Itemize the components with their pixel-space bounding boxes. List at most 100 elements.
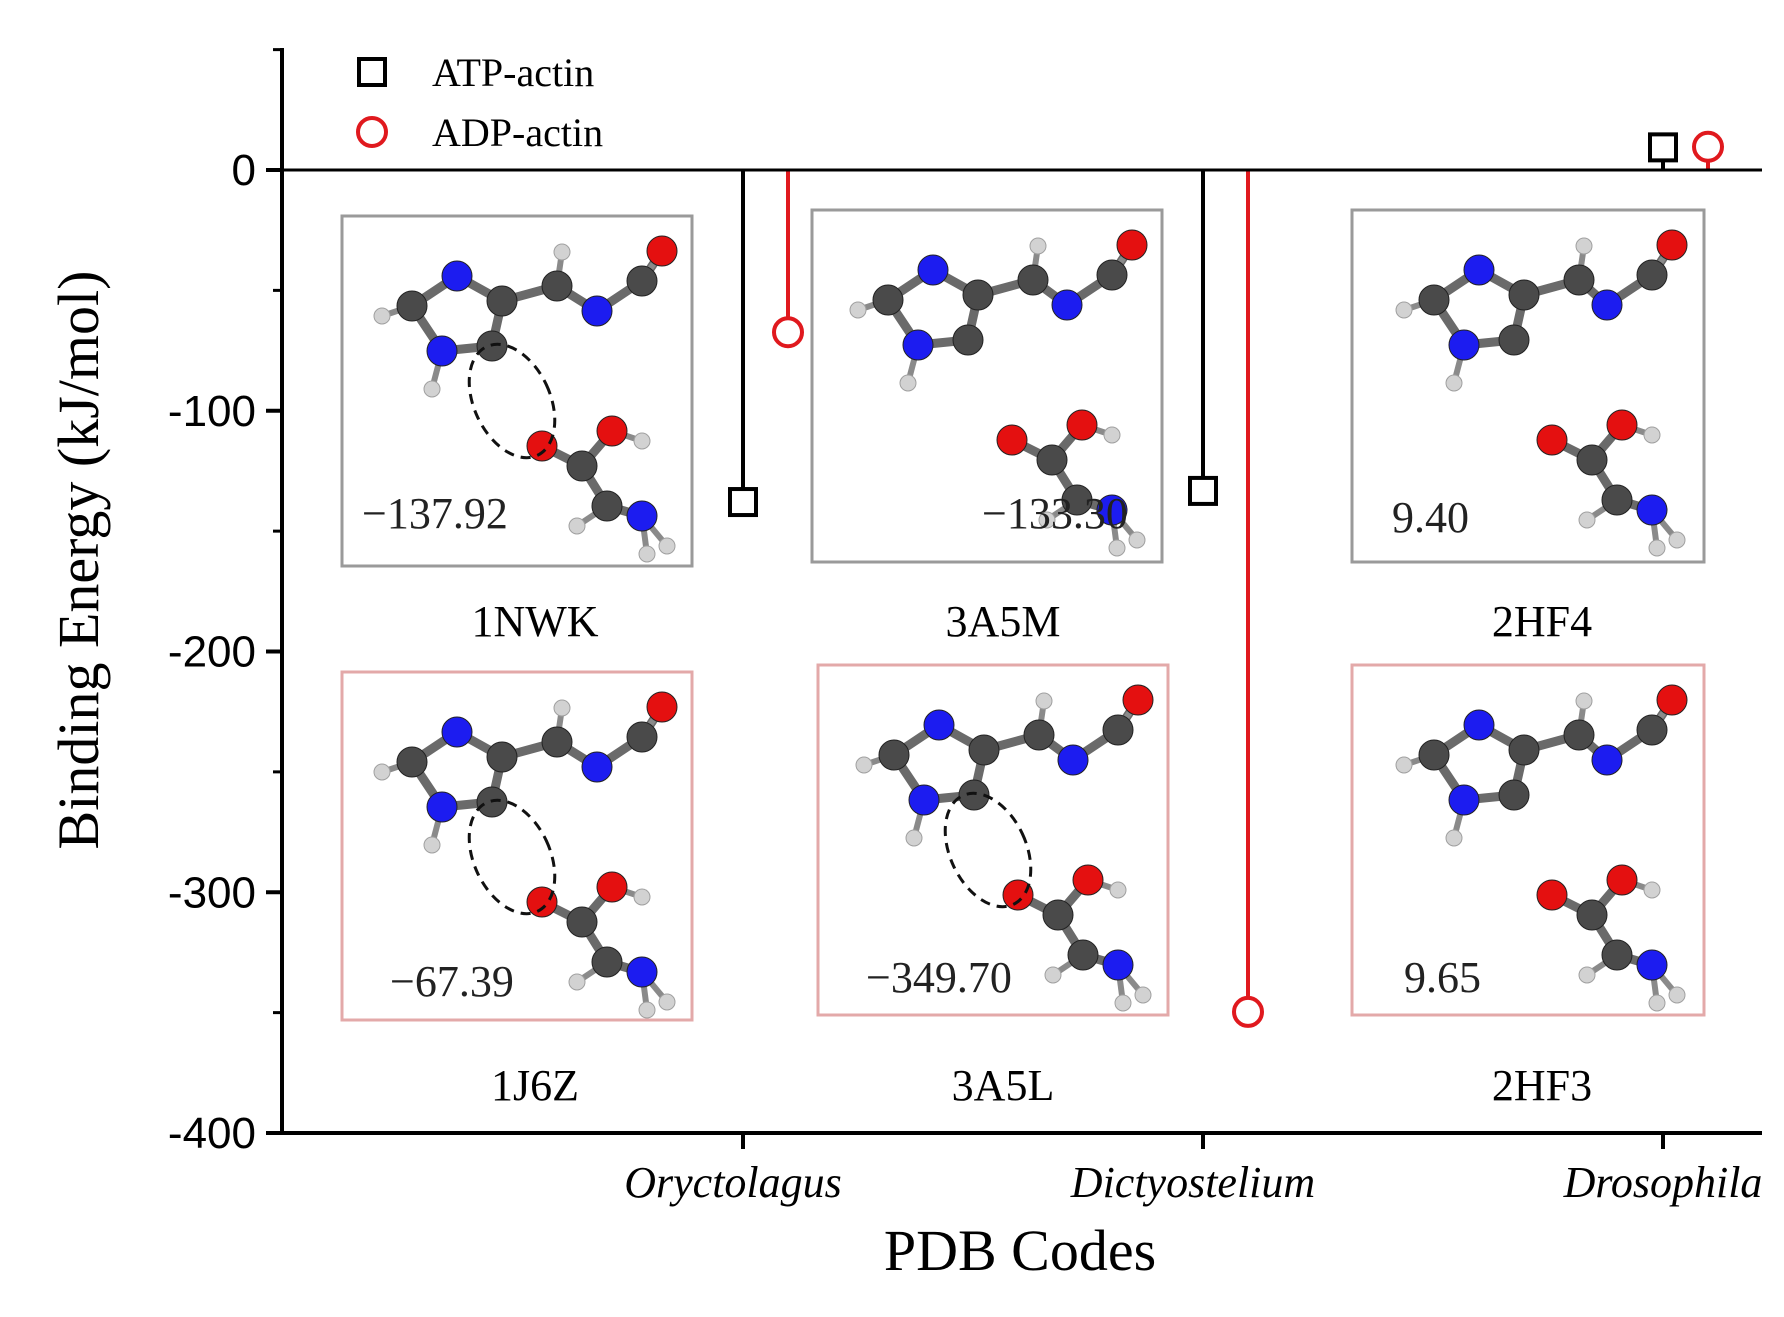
nitrogen-atom — [917, 254, 949, 286]
hydrogen-atom — [1575, 692, 1593, 710]
carbon-atom — [1102, 714, 1134, 746]
hydrogen-atom — [1029, 237, 1047, 255]
hydrogen-atom — [423, 836, 441, 854]
inset-pdb-code: 2HF4 — [1492, 597, 1592, 646]
inset-pdb-code: 2HF3 — [1492, 1061, 1592, 1110]
hydrogen-atom — [1578, 966, 1596, 984]
hydrogen-atom — [1109, 881, 1127, 899]
nitrogen-atom — [1102, 949, 1134, 981]
hydrogen-atom — [553, 699, 571, 717]
carbon-atom — [1061, 484, 1093, 516]
hydrogen-atom — [553, 243, 571, 261]
oxygen-atom — [996, 424, 1028, 456]
oxygen-atom — [1072, 864, 1104, 896]
hydrogen-atom — [849, 301, 867, 319]
carbon-atom — [958, 779, 990, 811]
x-tick-label: Drosophila — [1563, 1158, 1763, 1207]
carbon-atom — [1636, 259, 1668, 291]
inset-binding-energy: 9.65 — [1404, 953, 1481, 1002]
oxygen-atom — [1066, 409, 1098, 441]
data-point-square — [1648, 132, 1678, 163]
legend-label: ADP-actin — [432, 110, 603, 155]
oxygen-atom — [596, 871, 628, 903]
oxygen-atom — [1606, 864, 1638, 896]
carbon-atom — [1498, 324, 1530, 356]
carbon-atom — [1418, 284, 1450, 316]
nitrogen-atom — [626, 500, 658, 532]
hydrogen-atom — [1038, 511, 1056, 529]
nitrogen-atom — [626, 956, 658, 988]
oxygen-atom — [526, 430, 558, 462]
nitrogen-atom — [426, 335, 458, 367]
hydrogen-atom — [373, 763, 391, 781]
nitrogen-atom — [581, 751, 613, 783]
carbon-atom — [1601, 939, 1633, 971]
carbon-atom — [1576, 899, 1608, 931]
oxygen-atom — [646, 235, 678, 267]
carbon-atom — [1563, 264, 1595, 296]
inset-binding-energy: 9.40 — [1392, 493, 1469, 542]
nitrogen-atom — [1636, 949, 1668, 981]
hydrogen-atom — [638, 545, 656, 563]
carbon-atom — [566, 906, 598, 938]
inset-pdb-code: 1J6Z — [491, 1061, 579, 1110]
carbon-atom — [878, 739, 910, 771]
oxygen-atom — [1606, 409, 1638, 441]
hydrogen-bond-ellipse — [467, 798, 557, 916]
carbon-atom — [1601, 484, 1633, 516]
hydrogen-atom — [905, 829, 923, 847]
carbon-atom — [1036, 444, 1068, 476]
inset-binding-energy: −67.39 — [390, 957, 514, 1006]
carbon-atom — [1067, 939, 1099, 971]
x-tick-label: Dictyostelium — [1070, 1158, 1315, 1207]
nitrogen-atom — [1636, 494, 1668, 526]
nitrogen-atom — [908, 784, 940, 816]
carbon-atom — [591, 946, 623, 978]
hydrogen-atom — [1108, 539, 1126, 557]
data-point-square — [728, 487, 758, 518]
hydrogen-atom — [1035, 692, 1053, 710]
hydrogen-atom — [638, 1001, 656, 1019]
hydrogen-atom — [1578, 511, 1596, 529]
hydrogen-atom — [423, 380, 441, 398]
carbon-atom — [1508, 279, 1540, 311]
hydrogen-atom — [1395, 756, 1413, 774]
carbon-atom — [962, 279, 994, 311]
legend-marker-square — [357, 57, 387, 87]
hydrogen-atom — [1134, 986, 1152, 1004]
x-tick-label: Oryctolagus — [624, 1158, 842, 1207]
hydrogen-atom — [658, 993, 676, 1011]
carbon-atom — [1042, 899, 1074, 931]
oxygen-atom — [1656, 229, 1688, 261]
carbon-atom — [626, 265, 658, 297]
hydrogen-atom — [633, 432, 651, 450]
hydrogen-atom — [1643, 426, 1661, 444]
hydrogen-atom — [1445, 829, 1463, 847]
oxygen-atom — [1122, 684, 1154, 716]
carbon-atom — [486, 741, 518, 773]
nitrogen-atom — [1448, 329, 1480, 361]
data-point-circle — [1232, 995, 1264, 1028]
carbon-atom — [1498, 779, 1530, 811]
nitrogen-atom — [1591, 289, 1623, 321]
hydrogen-atom — [1668, 986, 1686, 1004]
carbon-atom — [952, 324, 984, 356]
hydrogen-atom — [855, 756, 873, 774]
oxygen-atom — [1536, 879, 1568, 911]
y-tick-label: -200 — [168, 628, 256, 677]
hydrogen-bond-ellipse — [467, 342, 557, 460]
inset-binding-energy: −349.70 — [866, 953, 1012, 1002]
nitrogen-atom — [1096, 494, 1128, 526]
oxygen-atom — [1116, 229, 1148, 261]
nitrogen-atom — [923, 709, 955, 741]
inset-2hf4: 9.40 2HF4 — [1350, 208, 1706, 646]
data-point-square — [1188, 475, 1218, 506]
oxygen-atom — [1656, 684, 1688, 716]
hydrogen-atom — [1643, 881, 1661, 899]
carbon-atom — [541, 270, 573, 302]
oxygen-atom — [596, 415, 628, 447]
oxygen-atom — [1002, 879, 1034, 911]
